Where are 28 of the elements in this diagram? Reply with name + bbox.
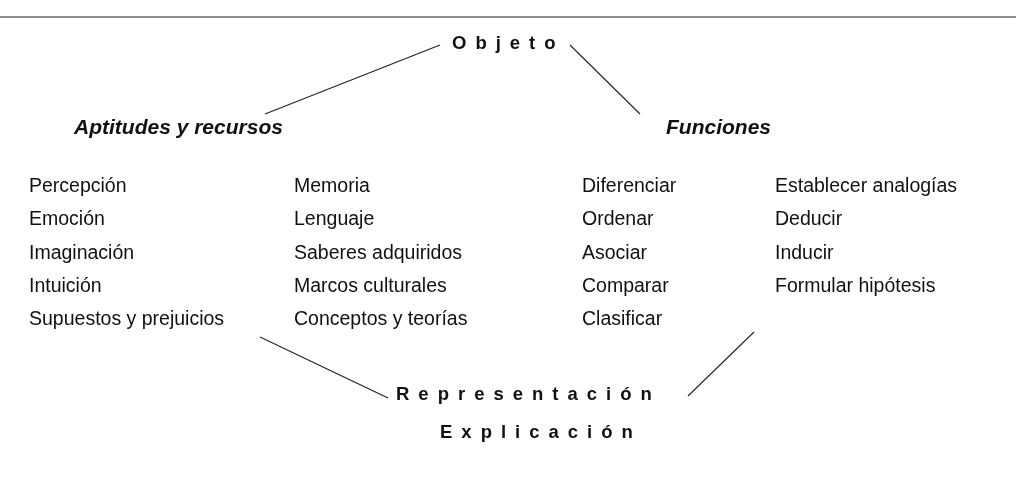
- list-item: Marcos culturales: [294, 272, 447, 297]
- list-item: Comparar: [582, 272, 669, 297]
- list-item: Inducir: [775, 239, 834, 264]
- list-item: Lenguaje: [294, 206, 375, 231]
- list-item: Memoria: [294, 173, 370, 197]
- group-heading: Funciones: [666, 114, 771, 140]
- list-item: Clasificar: [582, 306, 663, 331]
- list-item: Deducir: [775, 206, 843, 231]
- list-item: Establecer analogías: [775, 173, 958, 197]
- list-item: Intuición: [29, 272, 102, 297]
- group-heading: Aptitudes y recursos: [74, 114, 283, 140]
- list-item: Supuestos y prejuicios: [29, 306, 225, 331]
- list-item: Imaginación: [29, 239, 135, 264]
- list-item: Diferenciar: [582, 173, 677, 197]
- list-item: Asociar: [582, 239, 648, 264]
- list-item: Saberes adquiridos: [294, 239, 463, 264]
- node-title: Explicación: [440, 420, 642, 444]
- list-item: Emoción: [29, 206, 105, 231]
- node-title: Objeto: [452, 31, 565, 55]
- list-item: Conceptos y teorías: [294, 306, 468, 331]
- connector-line: [687, 331, 755, 397]
- connector-line: [259, 336, 389, 399]
- list-item: Ordenar: [582, 206, 654, 231]
- list-item: Percepción: [29, 173, 127, 197]
- connector-line: [569, 44, 641, 115]
- list-item: Formular hipótesis: [775, 272, 936, 297]
- node-title: Representación: [396, 382, 661, 406]
- connector-line: [264, 44, 441, 115]
